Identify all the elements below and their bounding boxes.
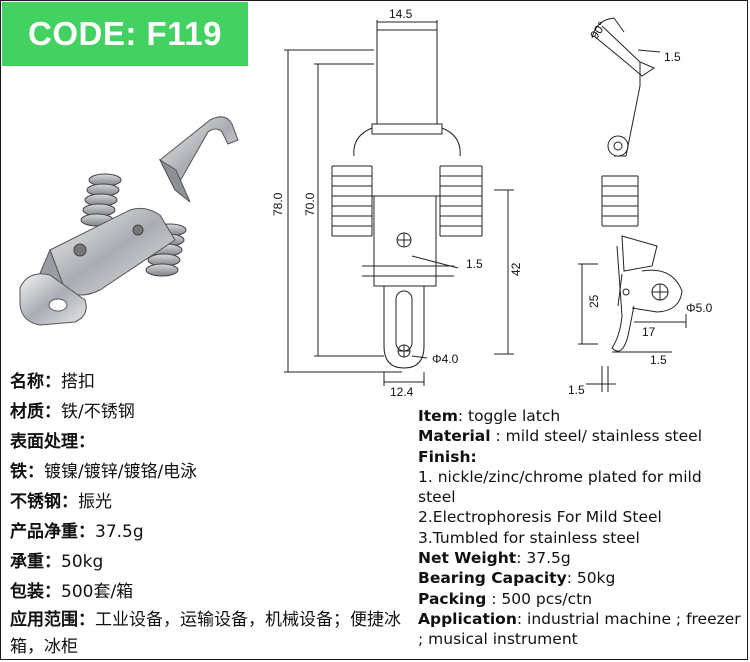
dim-thickness-bottom: 1.5 <box>568 383 585 397</box>
product-photo <box>19 116 239 326</box>
dim-side-depth: 17 <box>642 325 656 339</box>
cn-ss-value: 振光 <box>78 492 112 512</box>
cn-pack-key: 包装： <box>10 582 61 602</box>
cn-pack-value: 500套/箱 <box>61 582 134 602</box>
dim-side-hole-dia: Φ5.0 <box>686 301 713 315</box>
cn-weight-row: 产品净重：37.5g <box>10 517 410 547</box>
en-item-key: Item <box>418 407 458 425</box>
en-finish-3: 3.Tumbled for stainless steel <box>418 528 640 547</box>
en-load-value: : 50kg <box>566 569 616 588</box>
en-pack-row: Packing : 500 pcs/ctn <box>418 589 743 609</box>
dim-side-height: 25 <box>587 294 601 308</box>
spring-left <box>331 165 373 237</box>
en-item-row: Item: toggle latch <box>418 406 743 426</box>
cn-pack-row: 包装：500套/箱 <box>10 577 410 607</box>
en-material-key: Material <box>418 427 491 446</box>
cn-app-value: 工业设备，运输设备，机械设备；便捷冰箱，冰柜 <box>10 610 401 657</box>
en-load-key: Bearing Capacity <box>418 569 567 588</box>
en-weight-key: Net Weight <box>418 549 517 568</box>
dim-inner-length: 70.0 <box>303 192 317 216</box>
en-weight-row: Net Weight: 37.5g <box>418 548 743 568</box>
cn-iron-value: 镀镍/镀锌/镀铬/电泳 <box>44 462 198 482</box>
dim-overall-length: 78.0 <box>271 192 285 216</box>
dim-bottom-width: 12.4 <box>390 385 414 399</box>
en-weight-value: : 37.5g <box>516 549 571 568</box>
en-pack-value: : 500 pcs/ctn <box>486 589 593 608</box>
cn-surface-key: 表面处理： <box>10 432 95 452</box>
en-app-value: : industrial machine ; freezer ; musical… <box>418 609 741 649</box>
chinese-specifications: 名称：搭扣 材质：铁/不锈钢 表面处理： 铁：镀镍/镀锌/镀铬/电泳 不锈钢：振… <box>10 367 410 661</box>
en-load-row: Bearing Capacity: 50kg <box>418 568 743 588</box>
cn-load-key: 承重： <box>10 552 61 572</box>
en-finish-1: 1. nickle/zinc/chrome plated for mild st… <box>418 467 702 507</box>
cn-material-value: 铁/不锈钢 <box>61 402 135 422</box>
en-finish-key: Finish: <box>418 447 477 466</box>
cn-name-value: 搭扣 <box>61 372 95 392</box>
cn-load-row: 承重：50kg <box>10 547 410 577</box>
cn-weight-key: 产品净重： <box>10 522 95 542</box>
technical-drawing: 14.5 78.0 70.0 42 1.5 Φ4.0 12.4 90° 1.5 … <box>271 7 713 399</box>
dim-thickness-top: 1.5 <box>664 50 681 64</box>
cn-surface-row: 表面处理： <box>10 427 410 457</box>
cn-ss-key: 不锈钢： <box>10 492 78 512</box>
dim-top-width: 14.5 <box>389 7 413 21</box>
english-specifications: Item: toggle latch Material : mild steel… <box>418 406 743 650</box>
en-app-key: Application <box>418 609 517 628</box>
product-code-badge: CODE: F119 <box>2 2 248 66</box>
cn-material-row: 材质：铁/不锈钢 <box>10 397 410 427</box>
en-app-row: Application: industrial machine ; freeze… <box>418 609 743 650</box>
en-finish-2: 2.Electrophoresis For Mild Steel <box>418 508 662 527</box>
cn-material-key: 材质： <box>10 402 61 422</box>
cn-app-key: 应用范围： <box>10 610 95 630</box>
cn-iron-key: 铁： <box>10 462 44 482</box>
dim-angle: 90° <box>587 19 609 42</box>
spring-right <box>439 165 483 237</box>
dim-thickness-front: 1.5 <box>466 257 483 271</box>
cn-weight-value: 37.5g <box>95 522 144 542</box>
cn-iron-row: 铁：镀镍/镀锌/镀铬/电泳 <box>10 457 410 487</box>
dim-hole-dia: Φ4.0 <box>432 352 459 366</box>
en-material-row: Material : mild steel/ stainless steel <box>418 426 743 446</box>
cn-name-key: 名称： <box>10 372 61 392</box>
dim-thickness-side: 1.5 <box>650 353 667 367</box>
cn-name-row: 名称：搭扣 <box>10 367 410 397</box>
cn-app-row: 应用范围：工业设备，运输设备，机械设备；便捷冰箱，冰柜 <box>10 607 410 661</box>
cn-load-value: 50kg <box>61 552 104 572</box>
dim-hole-offset: 42 <box>509 262 523 276</box>
en-material-value: : mild steel/ stainless steel <box>490 427 703 446</box>
en-item-value: : toggle latch <box>457 407 561 425</box>
cn-ss-row: 不锈钢：振光 <box>10 487 410 517</box>
en-pack-key: Packing <box>418 589 487 608</box>
